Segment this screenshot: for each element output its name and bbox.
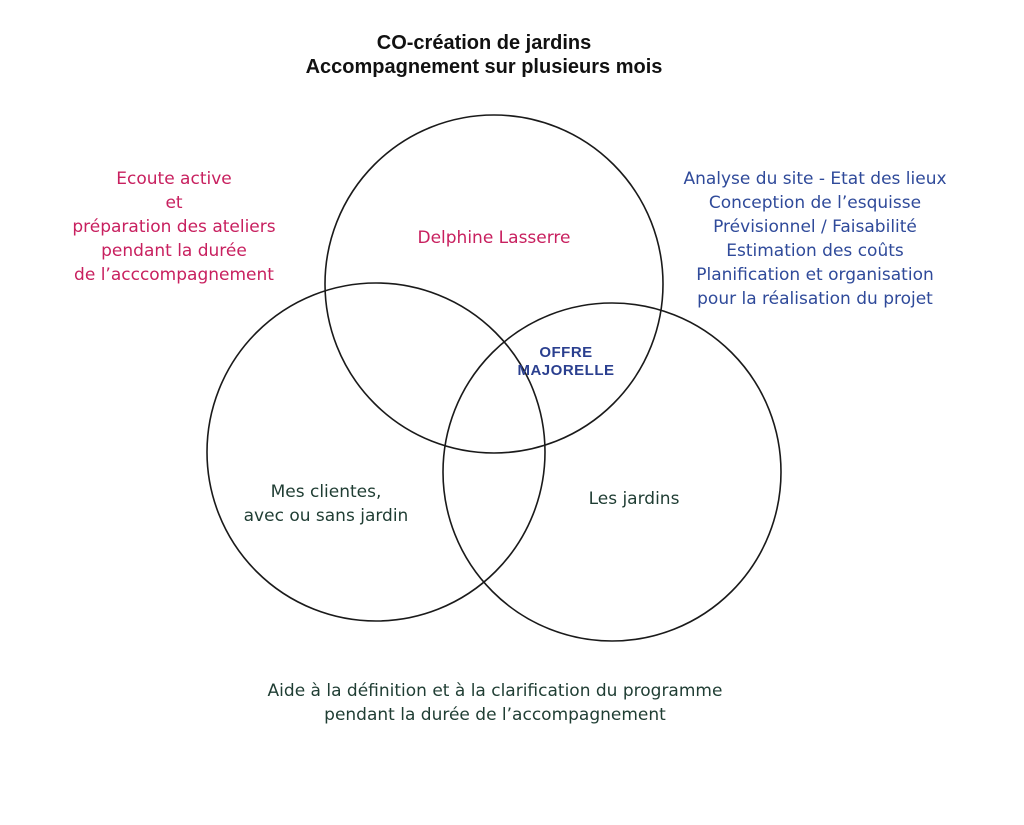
- right-note-line: Analyse du site - Etat des lieux: [683, 169, 947, 189]
- bottom-note-line-2: pendant la durée de l’accompagnement: [324, 705, 666, 725]
- center-label-line-2: MAJORELLE: [517, 362, 615, 379]
- left-note-line: Ecoute active: [116, 169, 232, 189]
- left-note: Ecoute active et préparation des atelier…: [46, 167, 302, 287]
- left-note-line: et: [165, 193, 183, 213]
- circle-label-mes-clientes-2: avec ou sans jardin: [243, 506, 409, 526]
- page-title-line-1: CO-création de jardins: [376, 32, 592, 54]
- center-label-offre-majorelle: OFFRE MAJORELLE: [506, 344, 626, 380]
- right-note: Analyse du site - Etat des lieux Concept…: [674, 167, 956, 311]
- left-note-line: pendant la durée: [101, 241, 247, 261]
- right-note-line: Prévisionnel / Faisabilité: [713, 217, 917, 237]
- circle-label-les-jardins: Les jardins: [588, 489, 680, 509]
- page-title-line-2: Accompagnement sur plusieurs mois: [305, 56, 663, 78]
- bottom-note: Aide à la définition et à la clarificati…: [200, 679, 790, 727]
- circle-label-delphine-lasserre: Delphine Lasserre: [417, 228, 571, 248]
- right-note-line: Planification et organisation: [696, 265, 934, 285]
- bottom-note-line-1: Aide à la définition et à la clarificati…: [267, 681, 723, 701]
- right-note-line: pour la réalisation du projet: [697, 289, 933, 309]
- left-note-line: préparation des ateliers: [72, 217, 276, 237]
- right-note-line: Conception de l’esquisse: [708, 193, 922, 213]
- circle-mes-clientes: [206, 282, 546, 622]
- circle-delphine-lasserre: [324, 114, 664, 454]
- circle-label-mes-clientes-1: Mes clientes,: [270, 482, 382, 502]
- right-note-line: Estimation des coûts: [726, 241, 904, 261]
- left-note-line: de l’acccompagnement: [74, 265, 274, 285]
- circle-les-jardins: [442, 302, 782, 642]
- center-label-line-1: OFFRE: [539, 344, 593, 361]
